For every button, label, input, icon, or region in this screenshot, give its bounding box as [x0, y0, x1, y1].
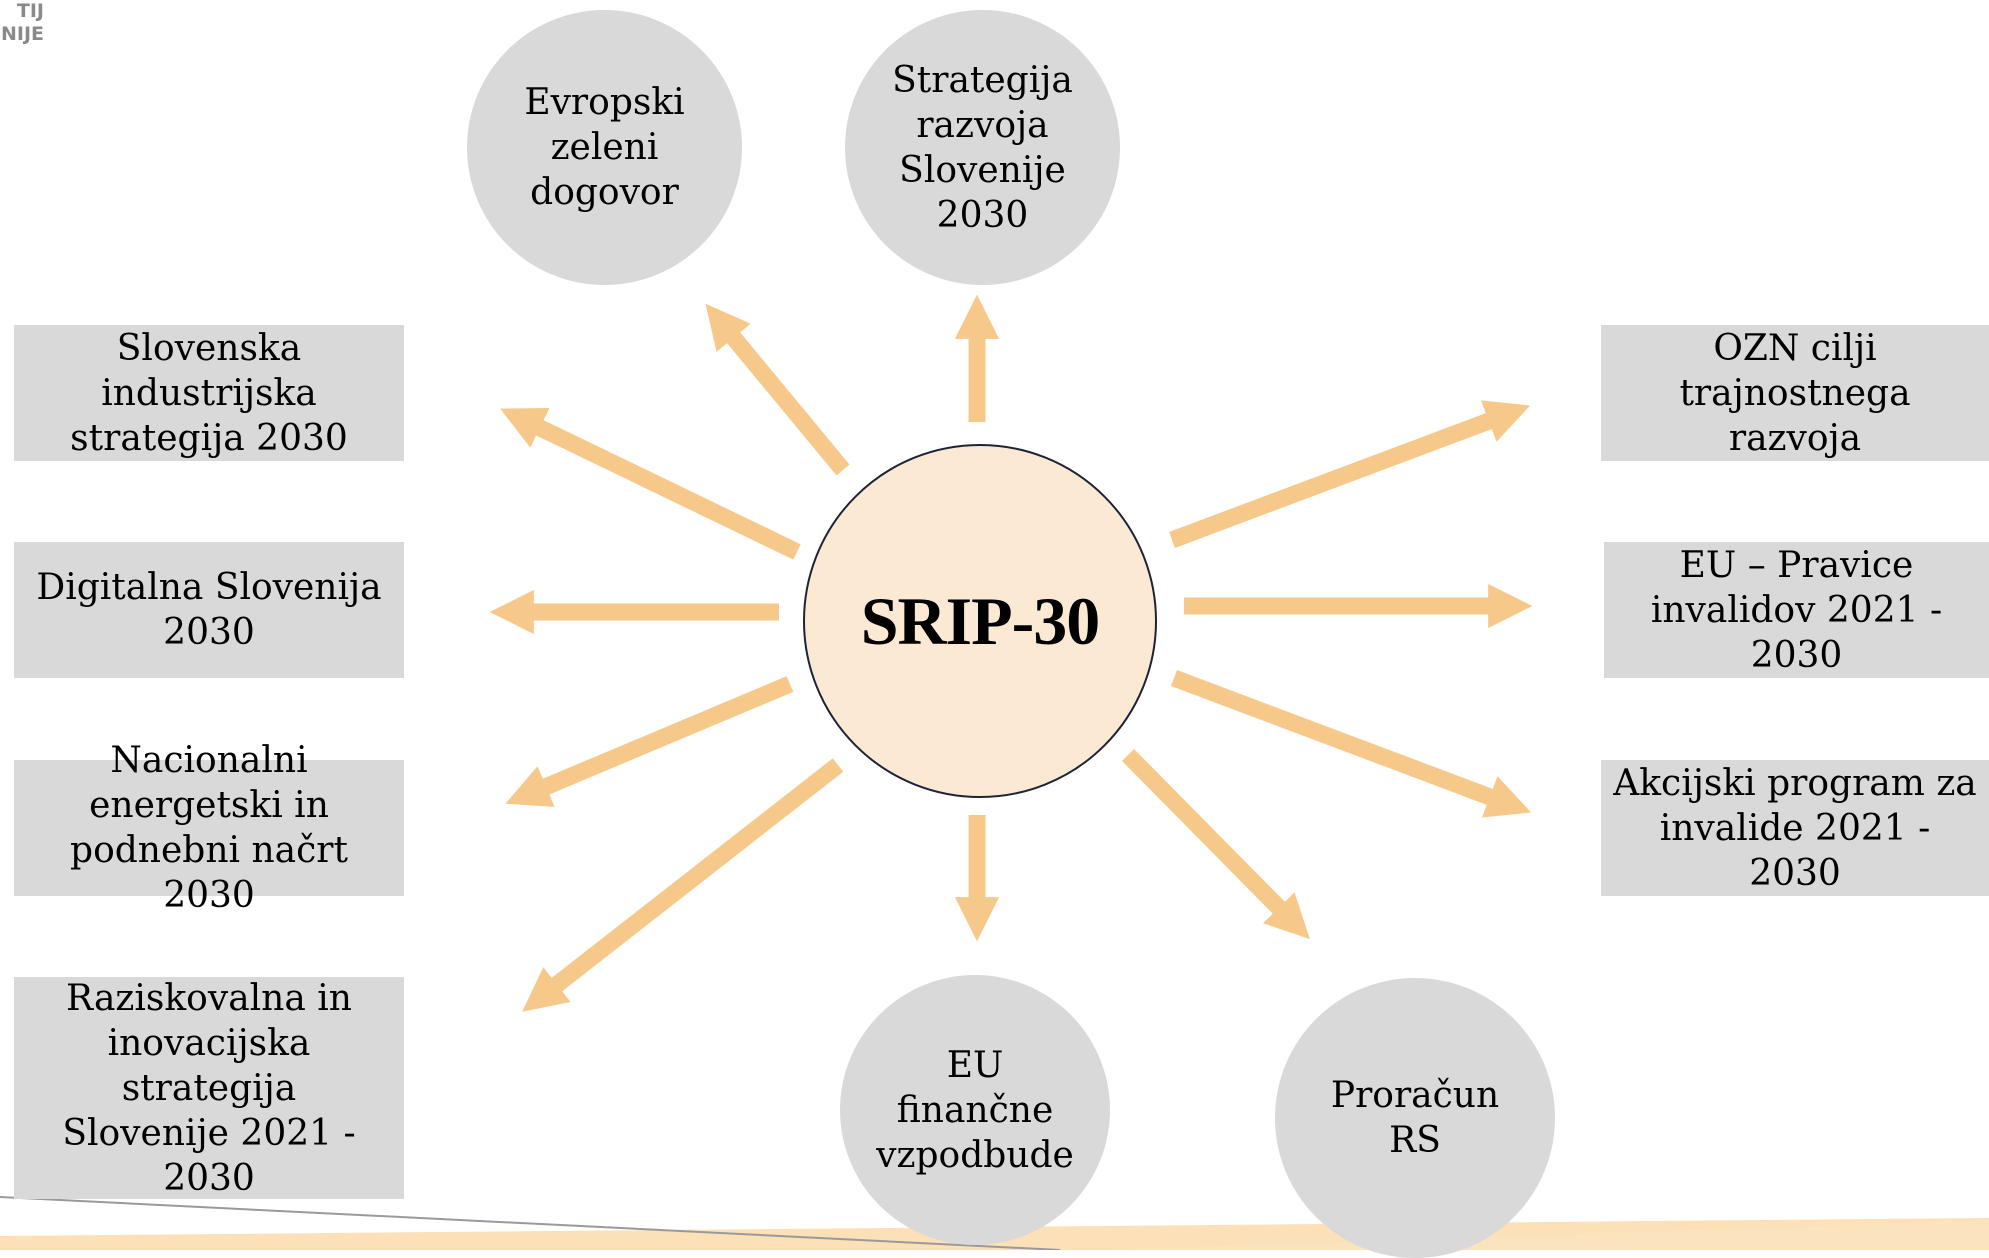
arrow-to-right-box-1	[1169, 400, 1531, 548]
logo-line-1: TIJ	[16, 0, 44, 22]
left-box-digital-slovenia: Digitalna Slovenija 2030	[14, 542, 404, 678]
hub-label: SRIP-30	[860, 582, 1101, 659]
left-box-research-innovation-strategy: Raziskovalna in inovacijska strategija S…	[14, 977, 404, 1199]
arrow-to-left-box-1	[500, 407, 801, 560]
right-box-eu-disability-rights: EU – Pravice invalidov 2021 - 2030	[1604, 542, 1989, 678]
hub-circle: SRIP-30	[803, 444, 1157, 798]
arrow-to-bottom-circle-2	[1121, 749, 1310, 940]
logo-line-2: NIJE	[0, 23, 44, 44]
left-box-industrial-strategy: Slovenska industrijska strategija 2030	[14, 325, 404, 461]
arrow-to-top-circle-1	[705, 303, 850, 476]
right-box-un-sdg: OZN cilji trajnostnega razvoja	[1601, 325, 1989, 461]
top-circle-green-deal: Evropski zeleni dogovor	[467, 10, 742, 285]
logo: TIJ NIJE	[0, 0, 44, 44]
top-circle-slovenia-development-strategy: Strategija razvoja Slovenije 2030	[845, 10, 1120, 285]
arrow-to-right-box-3	[1171, 670, 1532, 818]
left-box-energy-climate-plan: Nacionalni energetski in podnebni načrt …	[14, 740, 404, 916]
right-box-disability-action-program: Akcijski program za invalide 2021 - 2030	[1601, 760, 1989, 896]
bottom-circle-eu-financial-incentives: EU finančne vzpodbude	[840, 975, 1110, 1245]
arrow-to-left-box-3	[505, 676, 794, 807]
arrow-to-left-box-4	[522, 758, 844, 1012]
bottom-circle-state-budget: Proračun RS	[1275, 978, 1555, 1258]
